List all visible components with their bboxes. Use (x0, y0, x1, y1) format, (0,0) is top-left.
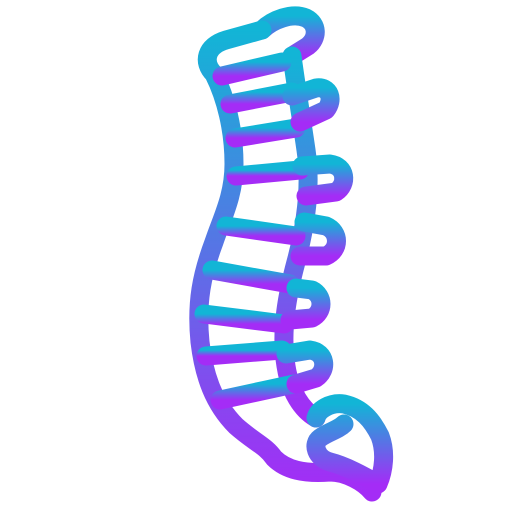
disc-line (220, 82, 302, 114)
disc-line (194, 304, 294, 334)
disc-line (210, 374, 304, 410)
spinous-process (292, 154, 354, 206)
disc-line (226, 160, 310, 186)
spinous-process (282, 78, 340, 132)
disc-line (196, 340, 292, 366)
sacrum (306, 394, 394, 494)
disc-line (225, 118, 306, 148)
spinous-process (280, 278, 331, 330)
spinous-process (276, 340, 334, 394)
disc-line (216, 216, 306, 246)
spinous-process (290, 212, 346, 266)
spine-top-cap (252, 6, 325, 66)
disc-line (202, 260, 300, 294)
disc-line (212, 52, 292, 86)
